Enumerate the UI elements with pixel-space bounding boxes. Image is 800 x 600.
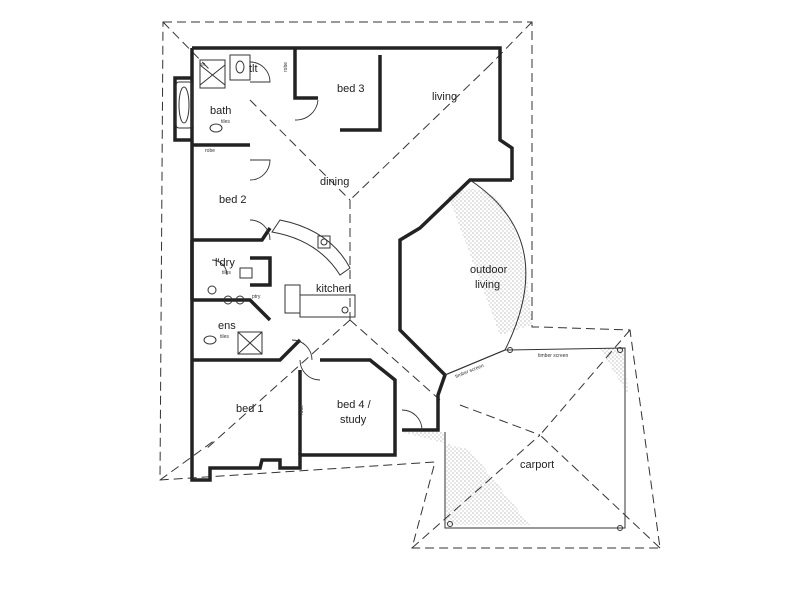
internal-walls (190, 48, 397, 455)
label-ensuite-tiles: tiles (220, 334, 229, 340)
label-bed4-line1: bed 4 / (337, 399, 372, 411)
label-timber-screen-top: timber screen (538, 353, 569, 359)
shaded-areas (402, 188, 628, 525)
fixtures (203, 60, 263, 355)
label-pantry: ptry (252, 294, 261, 300)
label-robe-bed2: robe (205, 148, 215, 154)
label-ensuite: ens (218, 320, 236, 332)
label-bed4-line2: study (340, 414, 367, 426)
label-robe-bed1: robe (299, 405, 305, 415)
label-tlt: tlt (249, 63, 258, 75)
label-laundry: l'dry (215, 257, 235, 269)
doors (211, 61, 423, 431)
label-outdoor-living-2: living (475, 279, 500, 291)
label-bath: bath (210, 105, 231, 117)
kitchen-bench (271, 219, 356, 318)
label-bed2: bed 2 (219, 194, 247, 206)
label-bed3: bed 3 (337, 83, 365, 95)
label-dining: dining (320, 176, 349, 188)
label-bed1: bed 1 (236, 403, 264, 415)
label-timber-screen-side: timber screen (455, 363, 486, 380)
carport-structure (444, 347, 626, 531)
roof-outline (159, 21, 661, 549)
label-robe-bed3: robe (283, 62, 289, 72)
label-living: living (432, 91, 457, 103)
outdoor-living-arc (469, 179, 527, 351)
label-laundry-tiles: tiles (222, 270, 231, 276)
bathtub (175, 81, 193, 129)
label-bath-tiles: tiles (221, 119, 230, 125)
label-outdoor-living-1: outdoor (470, 264, 508, 276)
label-carport: carport (520, 459, 554, 471)
label-kitchen: kitchen (316, 283, 351, 295)
label-sh: sh (200, 62, 206, 68)
